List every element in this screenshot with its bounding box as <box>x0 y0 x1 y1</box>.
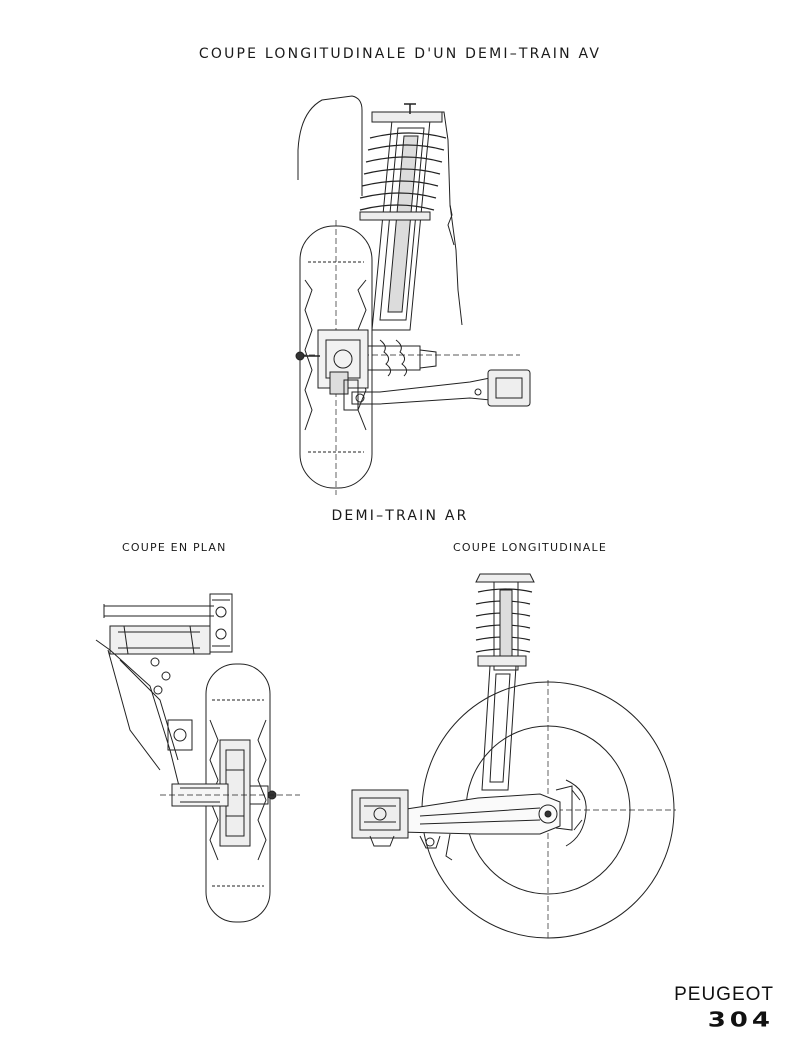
plan-view-label: COUPE EN PLAN <box>122 541 227 554</box>
brand-model: 304 <box>707 1008 774 1032</box>
brand-logo: PEUGEOT 304 <box>674 984 774 1038</box>
longitudinal-view-label: COUPE LONGITUDINALE <box>453 541 607 554</box>
brand-name: PEUGEOT <box>674 984 774 1005</box>
front-section-title: COUPE LONGITUDINALE D'UN DEMI–TRAIN AV <box>198 46 602 62</box>
rear-section-title: DEMI–TRAIN AR <box>331 508 469 524</box>
